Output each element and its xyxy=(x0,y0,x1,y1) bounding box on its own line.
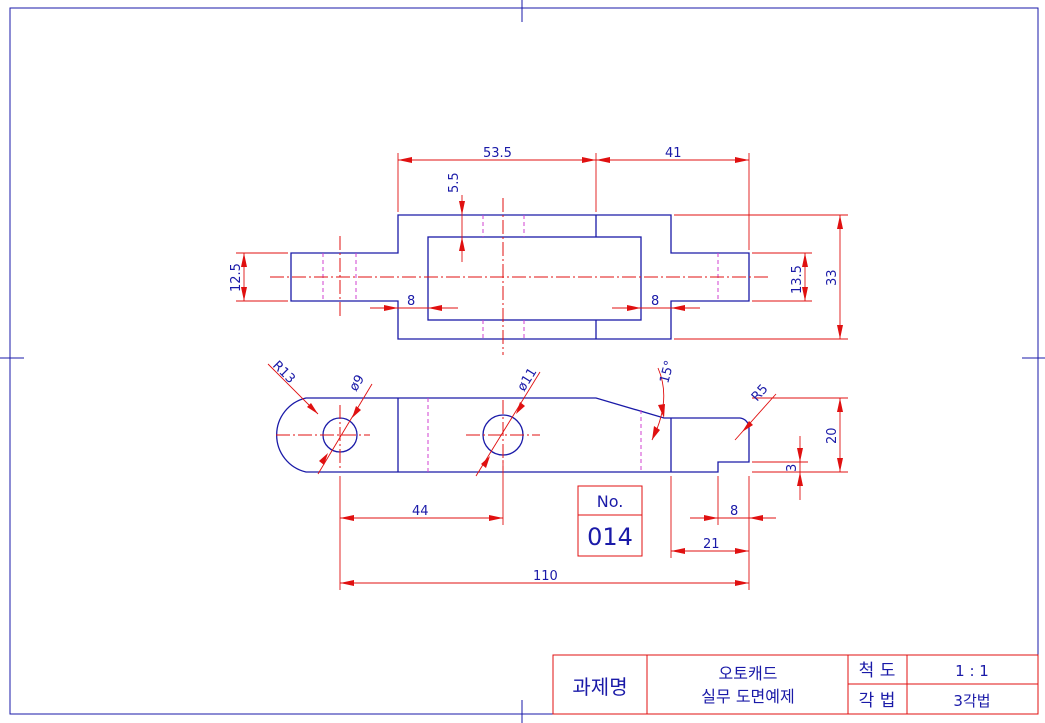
scale-value: 1 : 1 xyxy=(955,662,989,680)
dim-44: 44 xyxy=(412,504,429,519)
projection-value: 3각법 xyxy=(953,692,990,710)
title-line-1: 오토캐드 xyxy=(719,664,778,683)
dim-41: 41 xyxy=(665,146,682,161)
number-label: No. xyxy=(597,492,624,511)
top-view-dimensions xyxy=(236,153,848,340)
dim-13-5: 13.5 xyxy=(790,265,805,294)
dim-5-5: 5.5 xyxy=(447,172,462,193)
dim-53-5: 53.5 xyxy=(483,146,512,161)
dim-15-deg: 15° xyxy=(657,359,677,385)
dim-8-right: 8 xyxy=(651,294,659,309)
dim-33: 33 xyxy=(825,269,840,286)
dim-8-bottom: 8 xyxy=(730,504,738,519)
dim-r5: R5 xyxy=(749,382,772,405)
dim-21: 21 xyxy=(703,537,720,552)
title-line-2: 실무 도면예제 xyxy=(701,687,794,706)
dim-3: 3 xyxy=(785,464,800,472)
title-block: 과제명 오토캐드 실무 도면예제 척 도 1 : 1 각 법 3각법 xyxy=(552,654,1039,715)
number-value: 014 xyxy=(587,523,633,551)
front-view xyxy=(276,397,750,473)
dimension-labels: 53.5 41 5.5 12.5 13.5 33 8 8 R13 ø9 ø11 … xyxy=(229,146,840,584)
dim-12-5: 12.5 xyxy=(229,263,244,292)
dim-8-left: 8 xyxy=(407,294,415,309)
front-view-dimensions xyxy=(267,363,848,590)
title-label: 과제명 xyxy=(572,675,627,699)
top-view xyxy=(270,198,768,355)
number-box: No. 014 xyxy=(577,485,643,557)
dim-dia-11: ø11 xyxy=(515,365,541,394)
dim-dia-9: ø9 xyxy=(347,372,368,394)
dim-20: 20 xyxy=(825,427,840,444)
dim-r13: R13 xyxy=(269,358,298,387)
dim-110: 110 xyxy=(533,569,558,584)
projection-label: 각 법 xyxy=(859,691,896,711)
scale-label: 척 도 xyxy=(859,661,896,681)
